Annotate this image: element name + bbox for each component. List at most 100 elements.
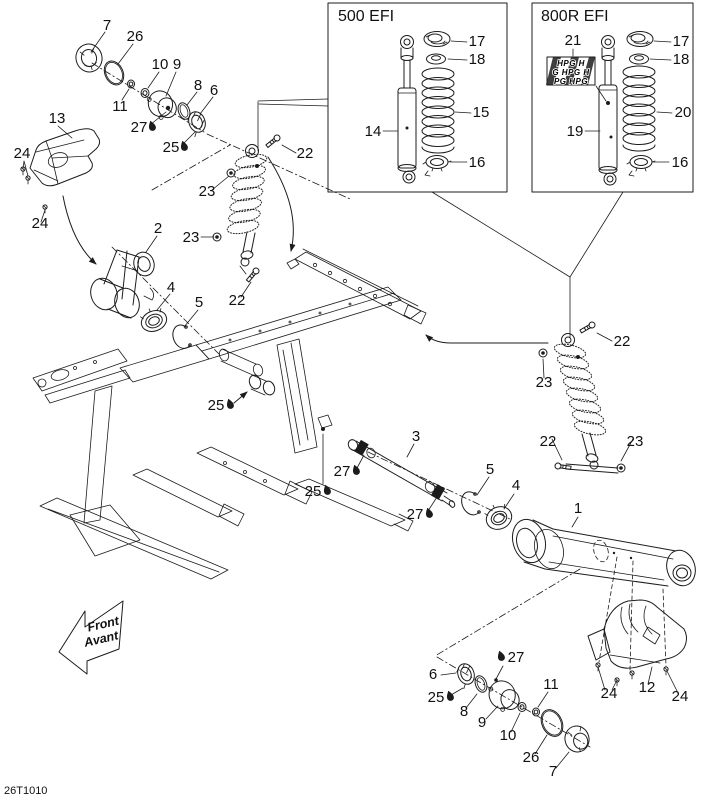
spring-retainer-800r bbox=[626, 31, 654, 47]
screw-24-bottom bbox=[42, 204, 48, 214]
callout-label: 27 bbox=[131, 119, 148, 136]
callout-label: 3 bbox=[412, 428, 420, 445]
callout-label: 7 bbox=[549, 763, 557, 780]
o-ring-top bbox=[103, 60, 125, 86]
lubricant-drop-icon bbox=[226, 398, 234, 409]
spring-retainer-500 bbox=[423, 31, 451, 47]
callout-label: 25 bbox=[208, 397, 225, 414]
callout-label: 7 bbox=[103, 17, 111, 34]
frame bbox=[32, 248, 427, 580]
callout-label: 2 bbox=[154, 220, 162, 237]
callout-label: 13 bbox=[49, 110, 66, 127]
callout-label: 26 bbox=[523, 749, 540, 766]
callout-label: 26 bbox=[127, 28, 144, 45]
callout-label: 18 bbox=[469, 51, 486, 68]
lubricant-drop-icon bbox=[323, 484, 331, 495]
nut-23-rear-top bbox=[538, 348, 548, 358]
spring-washer-500 bbox=[426, 53, 446, 65]
spring-adjuster-500 bbox=[422, 155, 452, 177]
callout-label: 6 bbox=[210, 82, 218, 99]
hub-housing-top bbox=[146, 90, 177, 120]
nut-small-bottom bbox=[532, 707, 540, 717]
callout-label: 22 bbox=[540, 433, 557, 450]
hub-housing-bottom bbox=[488, 680, 520, 712]
callout-label: 24 bbox=[32, 215, 49, 232]
axle-housing-arm bbox=[90, 249, 155, 319]
callout-label: 20 bbox=[675, 104, 692, 121]
washer-small-bottom bbox=[517, 702, 527, 712]
callout-label: 17 bbox=[469, 33, 486, 50]
figure-code: 26T1010 bbox=[4, 785, 47, 797]
callout-label: 25 bbox=[305, 483, 322, 500]
bolt-22-center-top bbox=[264, 133, 282, 150]
skid-guard bbox=[587, 599, 687, 669]
seal-ring-bottom bbox=[474, 675, 488, 693]
callout-label: 12 bbox=[639, 679, 656, 696]
inset-pointer-lines bbox=[257, 98, 624, 338]
callout-label: 4 bbox=[167, 279, 175, 296]
seal-ring-top bbox=[177, 102, 191, 120]
rear-shock-absorber bbox=[553, 333, 619, 474]
bearing-left bbox=[140, 308, 168, 332]
screw-24-guard4 bbox=[663, 666, 669, 676]
inset-title-800refi: 800R EFI bbox=[541, 8, 609, 25]
lubricant-drop-icon bbox=[497, 650, 505, 661]
callout-label: 15 bbox=[473, 104, 490, 121]
lubricant-drop-icon bbox=[180, 140, 188, 151]
decal-text-row: G HPG H bbox=[552, 68, 589, 77]
callout-label: 4 bbox=[512, 477, 520, 494]
hub-cap-top bbox=[75, 43, 103, 73]
bolt-22-center-bottom bbox=[244, 266, 261, 284]
callout-label: 9 bbox=[173, 56, 181, 73]
bearing-axle bbox=[484, 503, 513, 530]
callout-label: 11 bbox=[112, 98, 128, 115]
callout-label: 8 bbox=[194, 77, 202, 94]
callout-label: 24 bbox=[14, 145, 31, 162]
callout-label: 24 bbox=[601, 685, 618, 702]
flange-bottom bbox=[456, 663, 475, 690]
callout-label: 23 bbox=[627, 433, 644, 450]
lubricant-drop-icon bbox=[425, 507, 433, 518]
screw-24-top2 bbox=[25, 175, 31, 185]
leader-lines bbox=[22, 31, 679, 769]
callout-label: 18 bbox=[673, 51, 690, 68]
callout-label: 22 bbox=[229, 292, 246, 309]
inset-title-500efi: 500 EFI bbox=[338, 8, 394, 25]
callout-label: 1 bbox=[574, 500, 582, 517]
lubricant-drop-icon bbox=[352, 464, 360, 475]
coil-spring-500 bbox=[421, 67, 455, 154]
callout-label: 16 bbox=[469, 154, 486, 171]
callout-label: 23 bbox=[536, 374, 553, 391]
callout-label: 14 bbox=[365, 123, 382, 140]
coil-spring-800r bbox=[622, 65, 656, 152]
callout-label: 10 bbox=[152, 56, 169, 73]
callout-label: 22 bbox=[614, 333, 631, 350]
decal-text-row: HPG H bbox=[557, 59, 585, 68]
decal-text-row: PG HPG bbox=[554, 77, 588, 86]
callout-label: 5 bbox=[195, 294, 203, 311]
lubricant-drop-icon bbox=[148, 120, 156, 131]
callout-label: 5 bbox=[486, 461, 494, 478]
rear-axle-shaft bbox=[347, 439, 456, 508]
inset-leader-lines bbox=[382, 40, 673, 163]
guard-screw-leaders bbox=[598, 556, 667, 671]
callout-label: 27 bbox=[508, 649, 525, 666]
callout-label: 11 bbox=[543, 676, 559, 693]
o-ring-bottom bbox=[540, 709, 564, 737]
spring-adjuster-800r bbox=[626, 155, 656, 177]
callout-label: 21 bbox=[565, 32, 582, 49]
inset-box-500-efi: 500 EFI bbox=[327, 2, 508, 193]
screw-24-guard3 bbox=[629, 670, 635, 680]
swing-arm bbox=[511, 518, 696, 587]
construction-axes bbox=[91, 62, 591, 748]
shock-absorber-800r bbox=[598, 35, 618, 186]
center-shock-absorber bbox=[226, 144, 268, 275]
callout-label: 17 bbox=[673, 33, 690, 50]
heat-shield-bracket bbox=[29, 128, 101, 187]
callout-label: 8 bbox=[460, 703, 468, 720]
bolt-22-rear-top bbox=[578, 320, 597, 335]
callout-label: 22 bbox=[297, 145, 314, 162]
assembly-arrows bbox=[62, 156, 549, 404]
